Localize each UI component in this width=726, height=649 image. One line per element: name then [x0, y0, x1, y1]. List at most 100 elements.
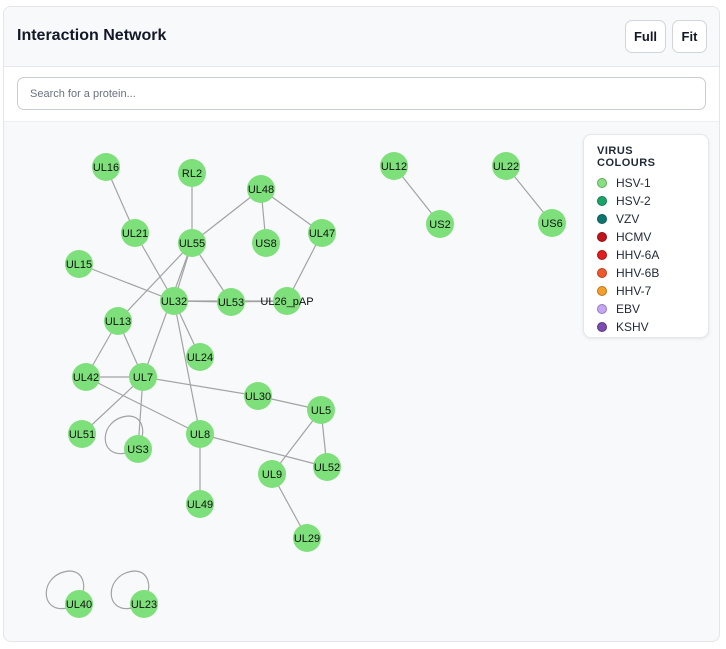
- node[interactable]: UL16: [92, 153, 120, 181]
- node-circle[interactable]: [186, 490, 214, 518]
- node-circle[interactable]: [160, 287, 188, 315]
- interaction-network-panel: Interaction Network Full Fit UL16RL2UL48…: [3, 6, 720, 642]
- node[interactable]: UL7: [129, 363, 157, 391]
- node[interactable]: UL48: [247, 175, 275, 203]
- node-label: UL13: [105, 316, 131, 328]
- node-label: UL22: [493, 161, 519, 173]
- node-circle[interactable]: [244, 382, 272, 410]
- node[interactable]: UL22: [492, 152, 520, 180]
- node-label: UL23: [131, 599, 157, 611]
- node-circle[interactable]: [273, 287, 301, 315]
- search-input[interactable]: [17, 77, 706, 110]
- node[interactable]: UL32: [160, 287, 188, 315]
- node[interactable]: UL51: [68, 420, 96, 448]
- node[interactable]: US8: [252, 229, 280, 257]
- node[interactable]: UL49: [186, 490, 214, 518]
- node-circle[interactable]: [492, 152, 520, 180]
- node-label: UL51: [69, 429, 95, 441]
- node[interactable]: UL55: [178, 229, 206, 257]
- node-circle[interactable]: [178, 159, 206, 187]
- node-label: RL2: [182, 168, 202, 180]
- node[interactable]: UL8: [186, 420, 214, 448]
- node-circle[interactable]: [68, 420, 96, 448]
- legend-swatch: [597, 268, 607, 278]
- node-label: UL52: [314, 462, 340, 474]
- node-label: US2: [429, 219, 450, 231]
- node-label: UL49: [187, 499, 213, 511]
- fit-button[interactable]: Fit: [672, 20, 707, 53]
- node-circle[interactable]: [129, 363, 157, 391]
- node[interactable]: UL9: [258, 460, 286, 488]
- legend-label: HSV-1: [616, 176, 651, 190]
- node-circle[interactable]: [380, 152, 408, 180]
- node-circle[interactable]: [217, 288, 245, 316]
- node[interactable]: US6: [538, 209, 566, 237]
- node-label: US3: [127, 444, 148, 456]
- node-label: UL15: [66, 259, 92, 271]
- node-circle[interactable]: [538, 209, 566, 237]
- node-circle[interactable]: [65, 590, 93, 618]
- legend-item: EBV: [597, 300, 695, 318]
- legend-label: HCMV: [616, 230, 652, 244]
- legend-label: VZV: [616, 212, 640, 226]
- self-loop-UL23: [110, 570, 150, 610]
- node[interactable]: UL30: [244, 382, 272, 410]
- legend-item: KSHV: [597, 318, 695, 336]
- node[interactable]: UL21: [121, 219, 149, 247]
- node-circle[interactable]: [307, 396, 335, 424]
- legend-label: HHV-6A: [616, 248, 660, 262]
- node-circle[interactable]: [258, 460, 286, 488]
- node[interactable]: UL23: [130, 590, 158, 618]
- node[interactable]: UL12: [380, 152, 408, 180]
- node-circle[interactable]: [293, 524, 321, 552]
- node-circle[interactable]: [186, 420, 214, 448]
- node-label: UL42: [73, 372, 99, 384]
- legend-swatch: [597, 196, 607, 206]
- self-loop-UL40: [45, 570, 85, 610]
- legend-item: HHV-6B: [597, 264, 695, 282]
- node[interactable]: UL29: [293, 524, 321, 552]
- legend-label: HHV-7: [616, 284, 652, 298]
- node[interactable]: UL53: [217, 288, 245, 316]
- node[interactable]: UL47: [308, 219, 336, 247]
- node-circle[interactable]: [313, 453, 341, 481]
- node[interactable]: UL40: [65, 590, 93, 618]
- node[interactable]: UL5: [307, 396, 335, 424]
- node-circle[interactable]: [186, 343, 214, 371]
- node-circle[interactable]: [65, 250, 93, 278]
- node-circle[interactable]: [72, 363, 100, 391]
- node[interactable]: US3: [124, 435, 152, 463]
- full-button[interactable]: Full: [625, 20, 666, 53]
- edge-UL55-UL13: [117, 242, 193, 322]
- legend-item: HHV-7: [597, 282, 695, 300]
- node-label: UL7: [133, 372, 153, 384]
- node[interactable]: UL15: [65, 250, 93, 278]
- legend-item: HCMV: [597, 228, 695, 246]
- node-label: UL53: [218, 297, 244, 309]
- node-circle[interactable]: [426, 210, 454, 238]
- node[interactable]: RL2: [178, 159, 206, 187]
- node-circle[interactable]: [124, 435, 152, 463]
- node-circle[interactable]: [121, 219, 149, 247]
- node[interactable]: US2: [426, 210, 454, 238]
- node[interactable]: UL26_pAP: [260, 287, 314, 315]
- node-circle[interactable]: [178, 229, 206, 257]
- node[interactable]: UL42: [72, 363, 100, 391]
- node-label: UL40: [66, 599, 92, 611]
- legend-item: HHV-6A: [597, 246, 695, 264]
- node-circle[interactable]: [252, 229, 280, 257]
- legend-item: HSV-1: [597, 174, 695, 192]
- edge-UL8b-UL52: [199, 433, 328, 468]
- edge-UL15-UL32: [78, 263, 175, 302]
- node-label: UL30: [245, 391, 271, 403]
- node-circle[interactable]: [308, 219, 336, 247]
- node[interactable]: UL13: [104, 307, 132, 335]
- node-circle[interactable]: [104, 307, 132, 335]
- node-circle[interactable]: [92, 153, 120, 181]
- node[interactable]: UL24: [186, 343, 214, 371]
- node-circle[interactable]: [247, 175, 275, 203]
- node-circle[interactable]: [130, 590, 158, 618]
- node[interactable]: UL52: [313, 453, 341, 481]
